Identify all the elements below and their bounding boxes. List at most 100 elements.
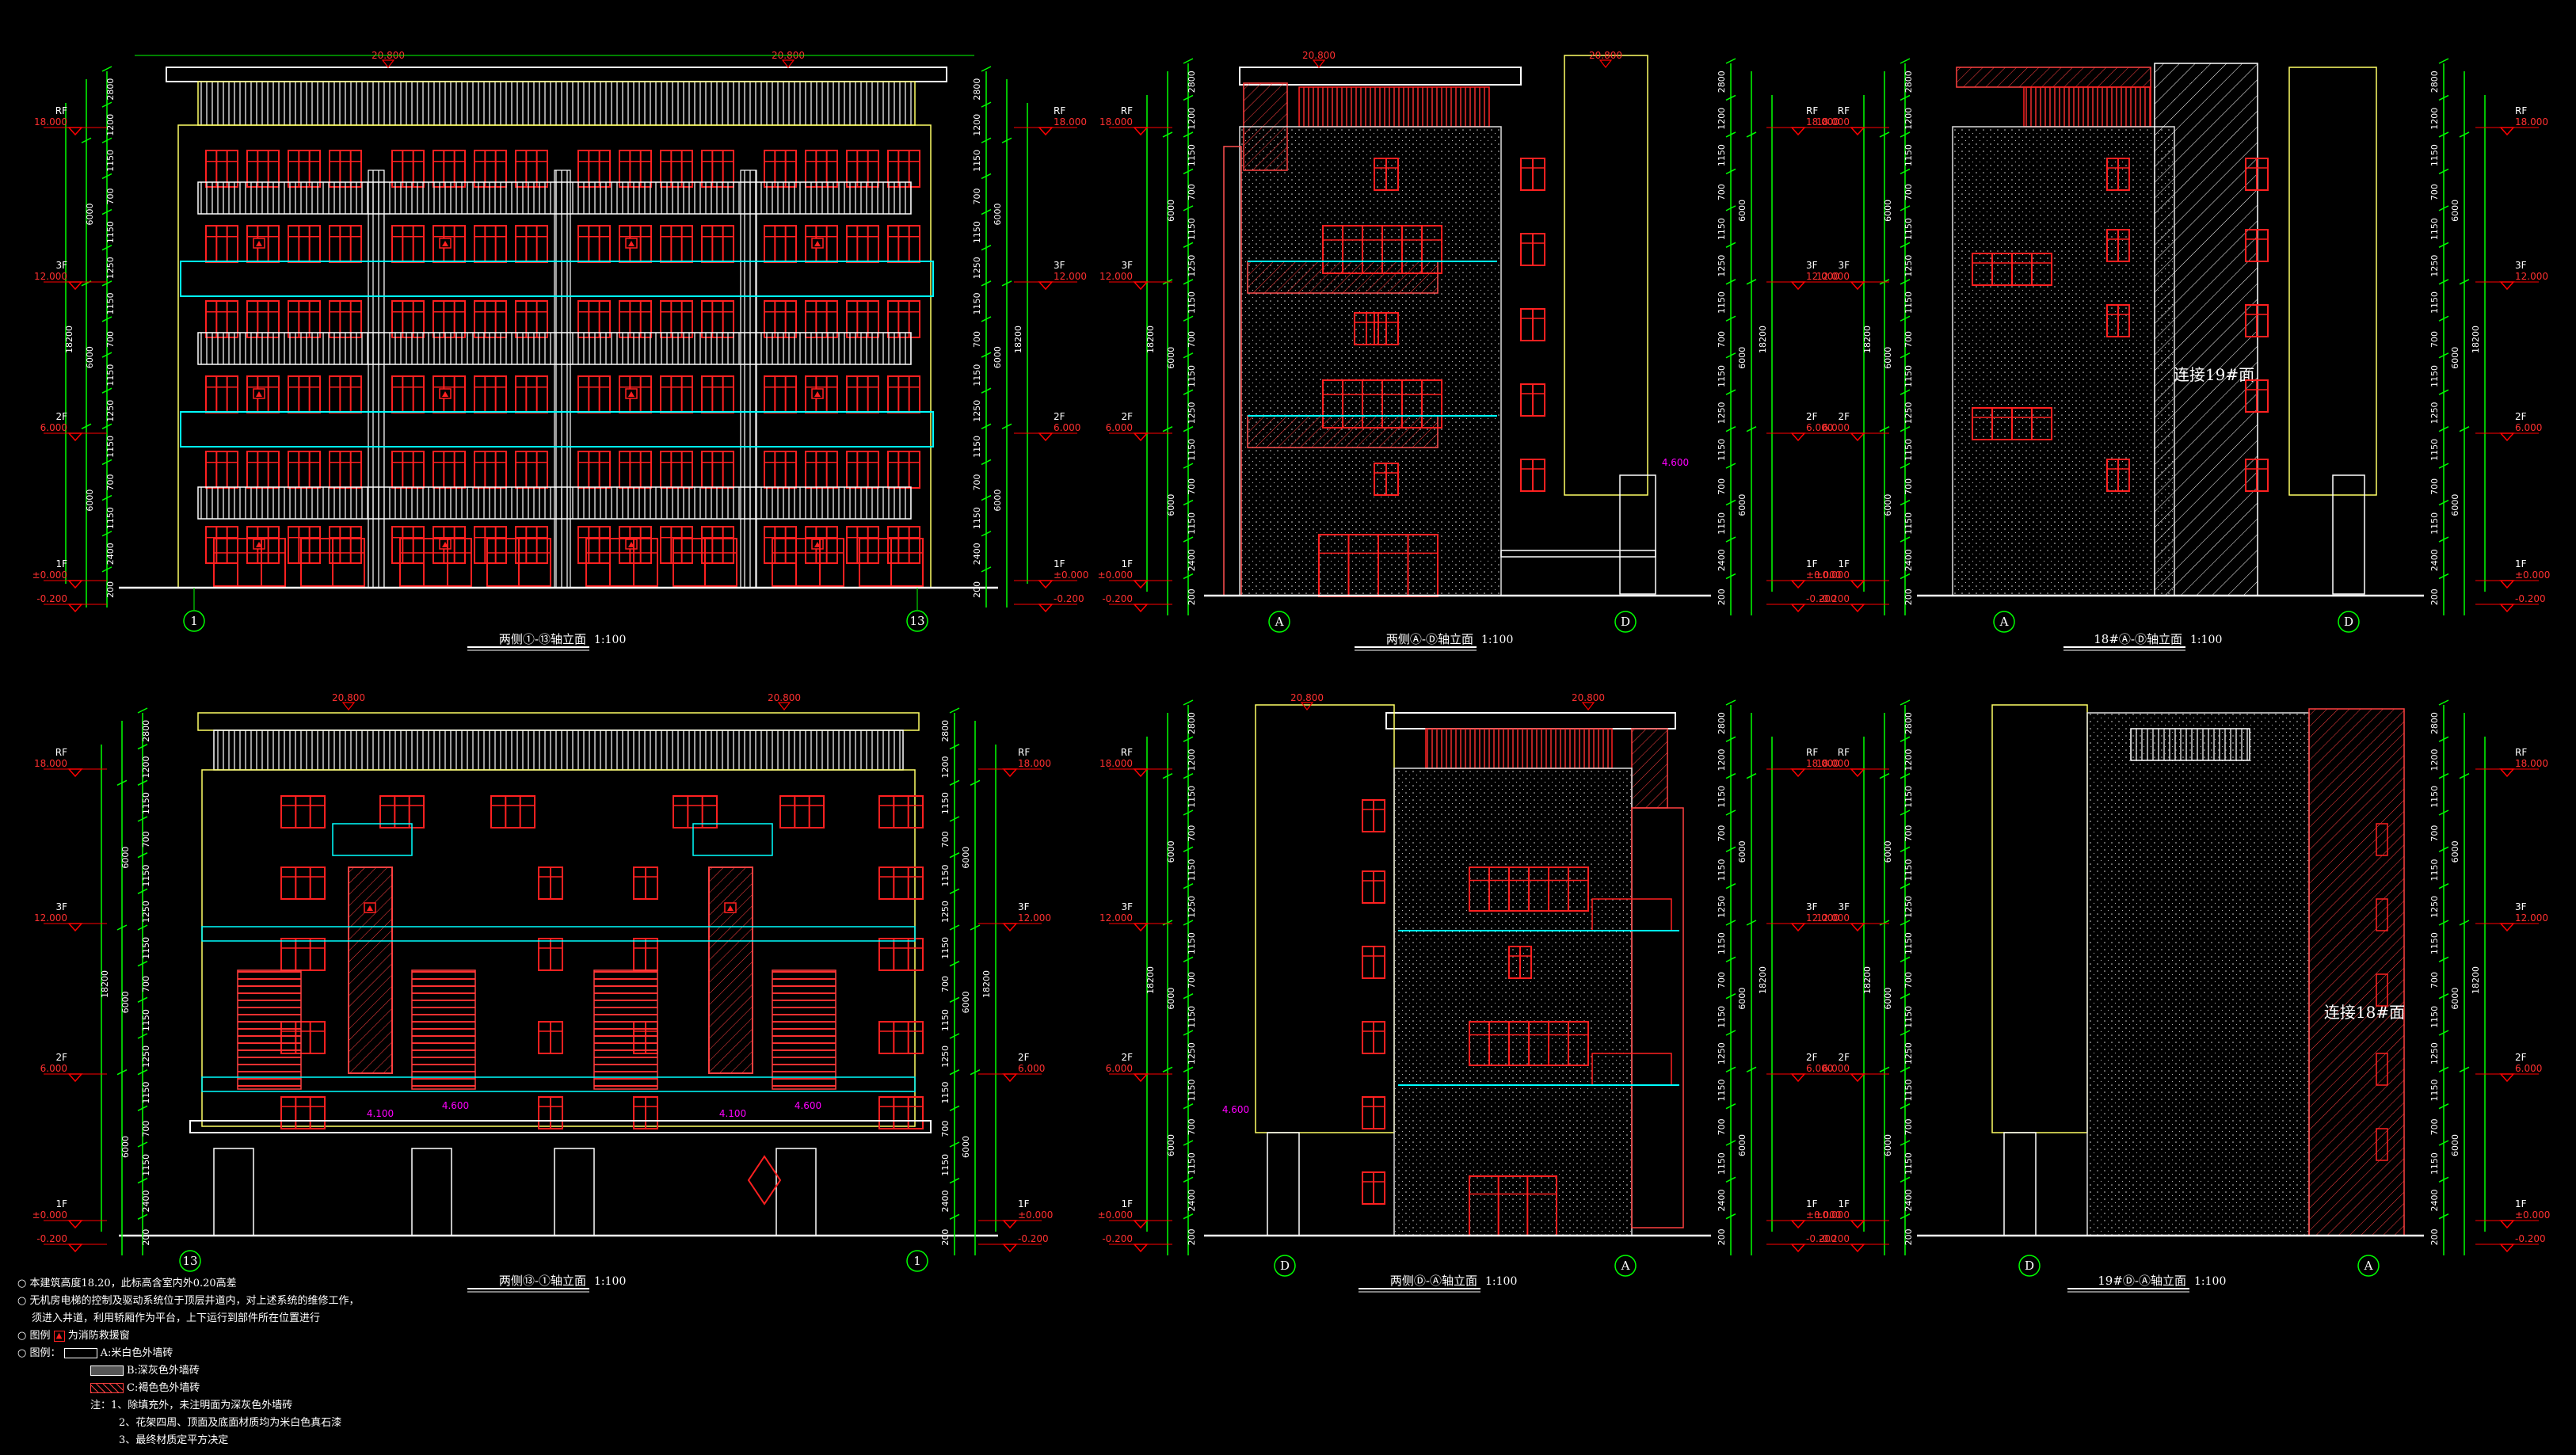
- dimension-tick: [101, 316, 112, 322]
- dimension-text: 1200: [972, 114, 982, 136]
- balcony-railing: [197, 332, 912, 365]
- dimension-tick: [137, 996, 148, 1004]
- storey-dimension: 6000: [85, 346, 95, 368]
- dimension-tick: [1162, 131, 1173, 138]
- dimension-tick: [137, 707, 148, 714]
- dimension-text: 1250: [1903, 255, 1914, 277]
- dimension-text: 700: [940, 831, 951, 847]
- level-name: 3F: [1806, 260, 1818, 271]
- dimension-tick: [2438, 772, 2449, 779]
- dimension-tick: [1183, 315, 1194, 322]
- dimension-text: 2800: [1187, 70, 1197, 93]
- dimension-tick: [1725, 205, 1736, 211]
- dimension-tick: [981, 459, 992, 466]
- dimension-text: 1150: [972, 292, 982, 314]
- end-wall-red: [1631, 807, 1684, 1228]
- storey-dimension: 6000: [1883, 200, 1893, 222]
- dimension-tick: [1183, 389, 1194, 395]
- dimension-tick: [1183, 1140, 1194, 1146]
- dimension-tick: [1725, 736, 1736, 743]
- dimension-tick: [1162, 920, 1173, 926]
- level-name: 1F: [2515, 558, 2527, 569]
- level-value: 12.000: [1816, 271, 1850, 282]
- axis-bubble: [906, 610, 928, 632]
- total-dimension: 18200: [2471, 326, 2481, 353]
- dimension-tick: [2438, 956, 2449, 963]
- level-name: 1F: [1806, 558, 1818, 569]
- dimension-tick: [949, 888, 960, 895]
- dimension-tick: [1183, 94, 1194, 101]
- dimension-tick: [116, 1068, 128, 1076]
- roof-parapet: [1239, 67, 1522, 86]
- dimension-tick: [1900, 772, 1911, 779]
- dimension-tick: [101, 137, 112, 143]
- rescue-triangle: [727, 905, 734, 911]
- total-dimension: 18200: [1013, 326, 1023, 353]
- level-value: ±0.000: [1018, 1209, 1053, 1221]
- dimension-text: 2400: [1717, 549, 1727, 571]
- swatch-a: [63, 1348, 97, 1358]
- level-name: 3F: [1838, 901, 1850, 912]
- dimension-tick: [1725, 279, 1736, 285]
- dimension-text: 1150: [972, 221, 982, 243]
- rescue-triangle: [442, 391, 448, 397]
- dimension-text: 1200: [2429, 108, 2440, 130]
- dimension-tick: [1879, 425, 1890, 432]
- dimension-text: 1150: [2429, 291, 2440, 314]
- dimension-tick: [2438, 536, 2449, 543]
- dimension-tick: [2438, 1103, 2449, 1110]
- level-name: 2F: [1121, 411, 1133, 422]
- dimension-tick: [1725, 463, 1736, 469]
- dimension-text: 700: [940, 1121, 951, 1137]
- dimension-tick: [981, 101, 992, 108]
- dimension-tick: [949, 816, 960, 822]
- dimension-tick: [2438, 205, 2449, 211]
- dimension-tick: [1162, 425, 1173, 432]
- dimension-text: 1150: [1187, 439, 1197, 461]
- remark-1: 注：1、除填充外，未注明面为深灰色外墙砖: [90, 1400, 293, 1411]
- dimension-text: 700: [972, 474, 982, 491]
- drawing-title: 19#Ⓓ-Ⓐ轴立面: [2098, 1274, 2186, 1288]
- level-value: 12.000: [1806, 271, 1839, 282]
- canopy-column: [1619, 474, 1656, 595]
- level-name: 1F: [1054, 558, 1065, 569]
- dimension-tick: [81, 137, 92, 143]
- storey-dimension: 6000: [1883, 1134, 1893, 1156]
- dimension-text: 1250: [972, 400, 982, 422]
- dimension-tick: [1725, 1030, 1736, 1036]
- axis-label: A: [1275, 615, 1284, 629]
- canopy-slab: [189, 1120, 932, 1133]
- dimension-text: 1200: [1903, 749, 1914, 771]
- top-elevation-marker: [1312, 59, 1326, 68]
- dimension-text: 200: [972, 581, 982, 598]
- top-elevation-marker: [381, 59, 395, 68]
- dimension-tick: [2438, 1213, 2449, 1220]
- axis-label: D: [1280, 1259, 1290, 1273]
- window: [280, 938, 326, 971]
- side-wall: [1952, 126, 2175, 596]
- axis-label: 13: [182, 1254, 197, 1268]
- side-wall: [1393, 767, 1633, 1236]
- dimension-text: 1150: [1187, 512, 1197, 535]
- dimension-tick: [1183, 846, 1194, 853]
- window: [660, 526, 693, 564]
- side-window: [2376, 973, 2388, 1007]
- dimension-tick: [1725, 992, 1736, 1000]
- dimension-tick: [1183, 1213, 1194, 1220]
- dimension-text: 1150: [2429, 365, 2440, 387]
- level-value: -0.200: [1819, 1233, 1850, 1244]
- dimension-tick: [949, 1213, 960, 1221]
- level-value: 12.000: [1816, 912, 1850, 924]
- level-name: RF: [1018, 747, 1030, 758]
- dimension-text: 1150: [940, 937, 951, 959]
- total-dimension: 18200: [2471, 966, 2481, 994]
- dimension-tick: [2438, 94, 2449, 101]
- dimension-text: 2400: [1717, 1190, 1727, 1212]
- window: [515, 526, 548, 564]
- drawing-scale: 1:100: [594, 634, 626, 646]
- elevation-panel-3: 连接19#面2800120011507001150125011507001150…: [1815, 58, 2550, 651]
- dimension-tick: [949, 1105, 960, 1112]
- dimension-text: 700: [1903, 478, 1914, 495]
- dimension-text: 1150: [1903, 1006, 1914, 1028]
